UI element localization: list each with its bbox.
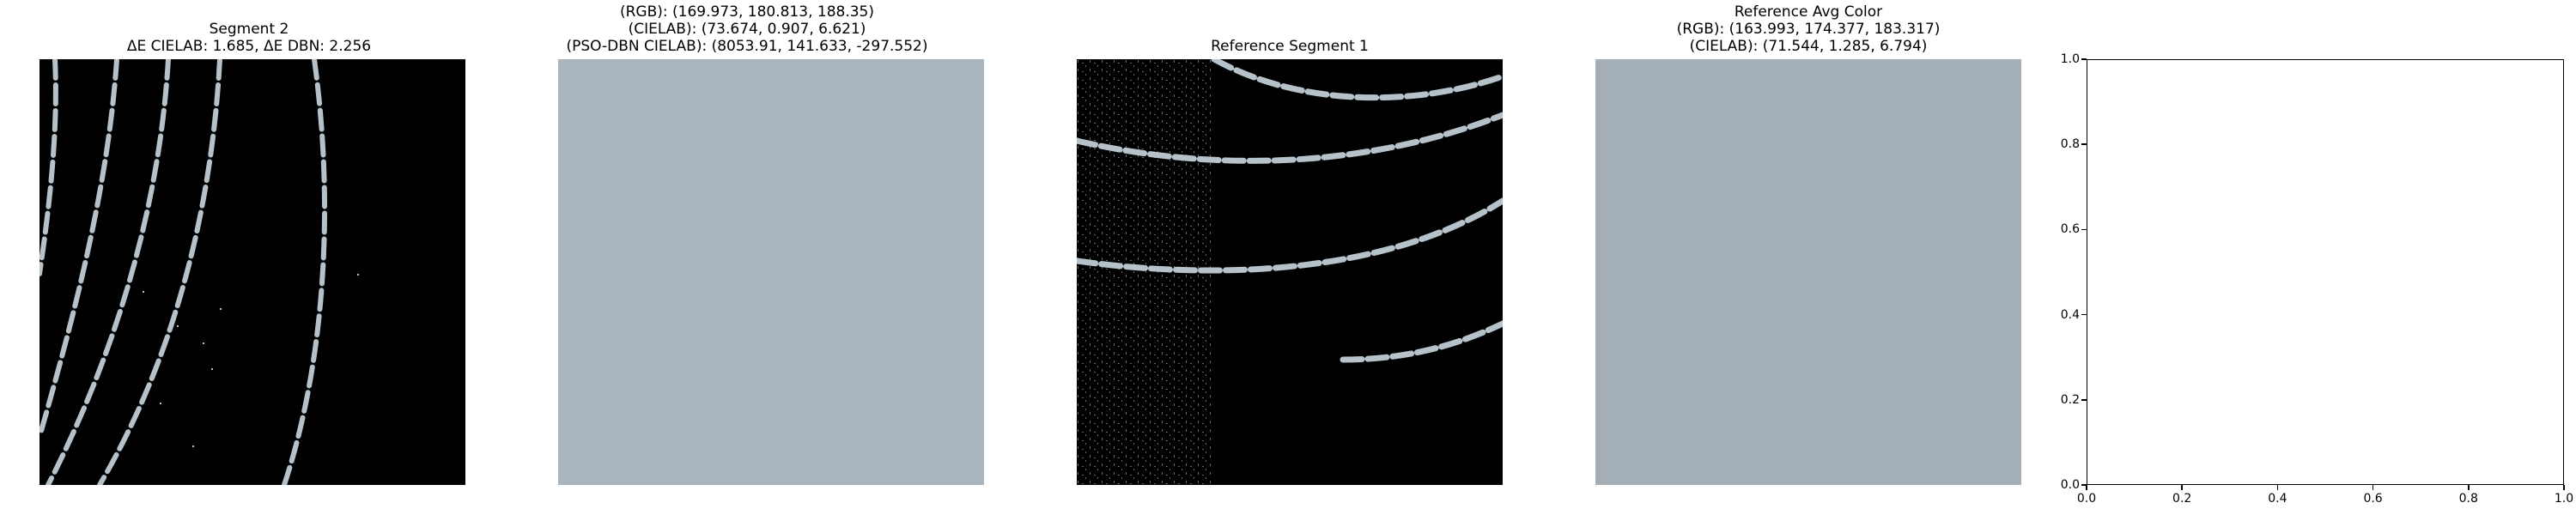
x-tick: [2276, 485, 2279, 490]
y-tick: [2081, 143, 2087, 145]
segment-title-line1: Segment 2: [209, 21, 289, 38]
avg-color-rgb: (RGB): (169.973, 180.813, 188.35): [619, 3, 874, 21]
y-tick-label: 0.8: [2060, 137, 2080, 152]
reference-avg-cielab: (CIELAB): (71.544, 1.285, 6.794): [1689, 38, 1928, 55]
segment-title: Segment 2 ΔE CIELAB: 1.685, ΔE DBN: 2.25…: [36, 21, 462, 55]
x-tick-label: 0.4: [2268, 492, 2287, 506]
y-tick: [2081, 313, 2087, 316]
y-tick-label: 1.0: [2060, 52, 2080, 66]
reference-avg-rgb: (RGB): (163.993, 174.377, 183.317): [1676, 21, 1941, 38]
avg-color-title: (RGB): (169.973, 180.813, 188.35) (CIELA…: [534, 3, 960, 55]
avg-color-cielab: (CIELAB): (73.674, 0.907, 6.621): [628, 21, 866, 38]
y-tick: [2081, 484, 2087, 486]
segment-image: [39, 59, 465, 485]
x-tick-label: 0.2: [2172, 492, 2192, 506]
reference-title: Reference Segment 1: [1077, 38, 1503, 55]
avg-color-swatch: [558, 59, 984, 485]
x-tick-label: 0.6: [2363, 492, 2383, 506]
x-tick: [2563, 485, 2565, 490]
segment-title-line2: ΔE CIELAB: 1.685, ΔE DBN: 2.256: [126, 38, 372, 55]
reference-avg-title-line1: Reference Avg Color: [1734, 3, 1883, 21]
reference-avg-title: Reference Avg Color (RGB): (163.993, 174…: [1595, 3, 2021, 55]
y-tick: [2081, 399, 2087, 401]
x-tick-label: 0.8: [2458, 492, 2478, 506]
y-tick: [2081, 58, 2087, 60]
reference-image: [1077, 59, 1503, 485]
y-tick-label: 0.4: [2060, 307, 2080, 322]
y-tick-label: 0.2: [2060, 392, 2080, 407]
reference-title-line1: Reference Segment 1: [1211, 38, 1369, 55]
x-tick: [2086, 485, 2087, 490]
y-tick-label: 0.0: [2060, 478, 2080, 492]
reference-avg-swatch: [1595, 59, 2021, 485]
x-tick-label: 1.0: [2554, 492, 2574, 506]
empty-axes: [2087, 59, 2564, 485]
y-tick: [2081, 228, 2087, 231]
avg-color-pso-dbn: (PSO-DBN CIELAB): (8053.91, 141.633, -29…: [566, 38, 928, 55]
x-tick-label: 0.0: [2076, 492, 2097, 506]
x-tick: [2372, 485, 2374, 490]
y-tick-label: 0.6: [2060, 222, 2080, 237]
x-tick: [2468, 485, 2470, 490]
x-tick: [2181, 485, 2183, 490]
